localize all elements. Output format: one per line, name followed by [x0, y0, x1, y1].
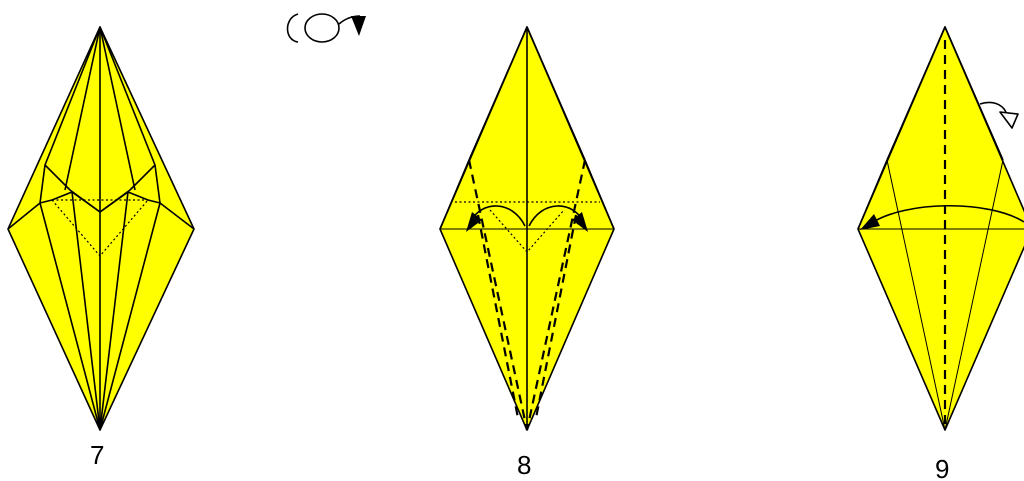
step-9-diagram: [858, 27, 1024, 430]
turn-over-icon: [288, 14, 367, 42]
step-9-fold-behind-arrow: [980, 102, 1006, 112]
step-8-diagram: [440, 27, 614, 430]
step-7-paper: [8, 27, 194, 430]
step-7-diagram: [8, 27, 194, 430]
step-8-number: 8: [517, 450, 531, 480]
step-9-number: 9: [935, 454, 949, 481]
step-9-hollow-arrowhead: [1000, 112, 1018, 128]
step-7-number: 7: [90, 440, 104, 470]
